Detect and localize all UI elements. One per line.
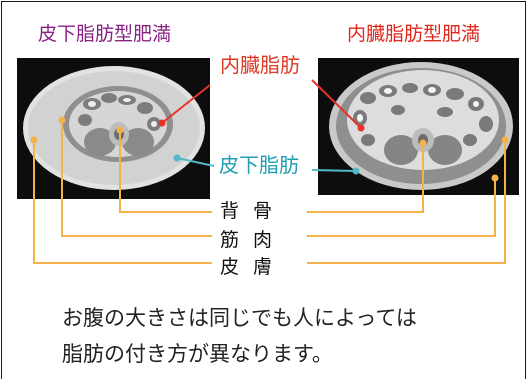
bone-dot-right (419, 139, 427, 147)
bone-dot-left (116, 126, 124, 134)
muscle-dot-left (58, 116, 66, 124)
ct-scan-visceral-type (318, 58, 519, 195)
ct-scan-subcutaneous-type (17, 58, 210, 199)
subcutaneous-fat-label: 皮下脂肪 (219, 153, 299, 177)
caption-line-1: お腹の大きさは同じでも人によっては (62, 306, 417, 330)
visceral-pointer-dot-left (158, 119, 166, 127)
visceral-type-title: 内臓脂肪型肥満 (347, 23, 481, 45)
visceral-fat-label: 内臓脂肪 (220, 53, 300, 77)
caption: お腹の大きさは同じでも人によっては 脂肪の付き方が異なります。 (62, 300, 417, 372)
subcutaneous-pointer-dot-right (352, 167, 360, 175)
caption-line-2: 脂肪の付き方が異なります。 (62, 342, 333, 366)
skin-label: 皮膚 (220, 256, 287, 278)
skin-dot-left (30, 136, 38, 144)
muscle-dot-right (491, 174, 499, 182)
visceral-pointer-dot-right (357, 124, 365, 132)
subcutaneous-fat-pointers (176, 157, 357, 172)
muscle-label: 筋肉 (220, 229, 287, 251)
skin-dot-right (501, 136, 509, 144)
leader-lines (33, 120, 506, 264)
subcutaneous-pointer-dot-left (173, 154, 181, 162)
bone-label: 背骨 (220, 200, 287, 222)
visceral-fat-pointers (161, 79, 362, 129)
subcutaneous-type-title: 皮下脂肪型肥満 (38, 23, 172, 45)
